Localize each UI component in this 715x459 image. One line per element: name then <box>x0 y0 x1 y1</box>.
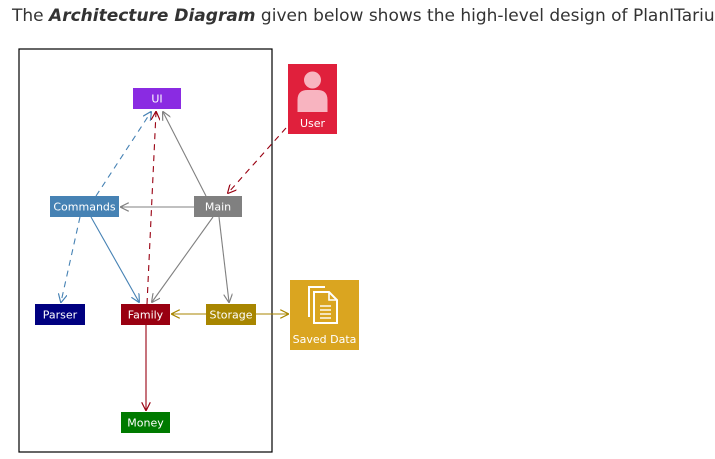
node-commands: Commands <box>50 196 119 217</box>
node-label-main: Main <box>205 201 231 214</box>
node-label-ui: UI <box>151 93 162 106</box>
node-ui: UI <box>133 88 181 109</box>
node-box-commands <box>50 196 119 217</box>
node-box-storage <box>206 304 256 325</box>
node-label-user: User <box>300 117 326 130</box>
edge-main-to-storage <box>218 216 229 302</box>
node-user: User <box>288 64 337 134</box>
edges-layer <box>61 112 288 410</box>
node-label-commands: Commands <box>53 201 116 214</box>
document-icon <box>308 286 338 324</box>
node-family: Family <box>121 304 170 325</box>
edge-main-to-ui <box>163 112 207 197</box>
node-label-family: Family <box>128 309 164 322</box>
intro-emphasis: Architecture Diagram <box>49 6 256 26</box>
node-saved-data: Saved Data <box>290 280 359 350</box>
node-box-parser <box>35 304 85 325</box>
node-label-saved-data: Saved Data <box>293 333 357 346</box>
node-money: Money <box>121 412 170 433</box>
edge-family-to-ui <box>146 112 156 305</box>
edge-main-to-family <box>152 216 214 302</box>
node-box-family <box>121 304 170 325</box>
node-box-main <box>194 196 242 217</box>
node-label-parser: Parser <box>43 309 78 322</box>
node-storage: Storage <box>206 304 256 325</box>
edge-commands-to-ui <box>95 112 151 197</box>
user-icon <box>297 71 328 112</box>
edge-commands-to-family <box>90 216 139 302</box>
node-label-money: Money <box>127 417 164 430</box>
node-parser: Parser <box>35 304 85 325</box>
intro-suffix: given below shows the high-level design … <box>255 6 715 26</box>
edge-commands-to-parser <box>61 216 81 302</box>
edge-user-to-main <box>228 127 287 193</box>
node-box-ui <box>133 88 181 109</box>
node-box-money <box>121 412 170 433</box>
intro-text: The Architecture Diagram given below sho… <box>12 4 715 28</box>
intro-prefix: The <box>12 6 50 26</box>
application-boundary <box>18 48 273 453</box>
node-label-storage: Storage <box>209 309 252 322</box>
node-main: Main <box>194 196 242 217</box>
